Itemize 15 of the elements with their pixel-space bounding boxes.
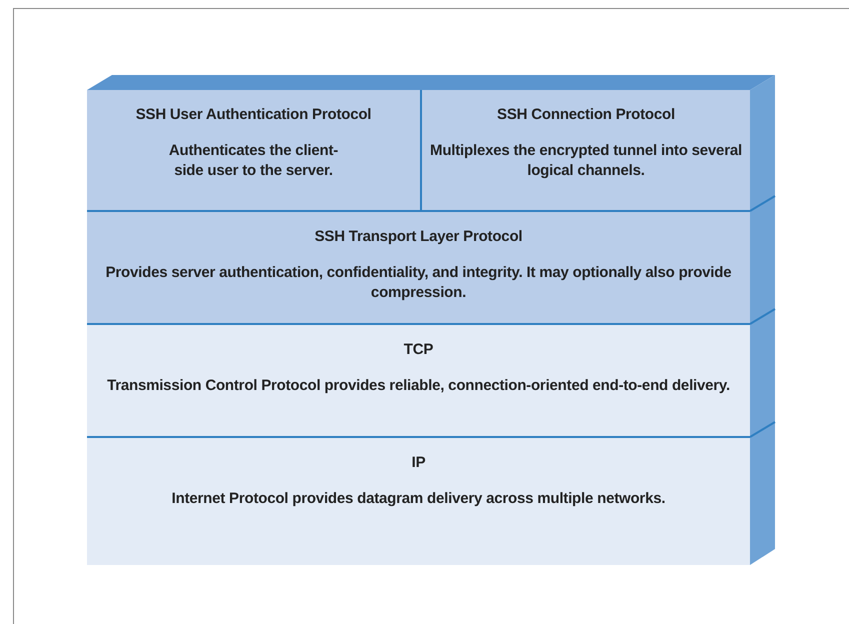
- layer-title: SSH Connection Protocol: [496, 106, 676, 123]
- protocol-layer-box: [422, 90, 750, 212]
- layer-description: Internet Protocol provides datagram delivery across multiple networks.: [170, 489, 666, 509]
- layer-title: SSH User Authentication Protocol: [134, 106, 372, 123]
- protocol-layer-box: [87, 90, 422, 212]
- layer-description: Provides server authentication, confidentiality, and integrity. It may optionally also provide compression.: [104, 263, 732, 303]
- protocol-layer-box: [87, 438, 750, 565]
- protocol-layer-box: [87, 325, 750, 438]
- layer-title: IP: [410, 454, 426, 471]
- layer-title: TCP: [402, 341, 434, 358]
- layer-title: SSH Transport Layer Protocol: [314, 228, 524, 245]
- protocol-layer-box: [87, 212, 750, 325]
- layer-description: Multiplexes the encrypted tunnel into several logical channels.: [429, 141, 743, 181]
- layer-description: Authenticates the client-side user to the server.: [168, 141, 340, 181]
- layer-description: Transmission Control Protocol provides reliable, connection-oriented end-to-end delivery.: [106, 376, 731, 396]
